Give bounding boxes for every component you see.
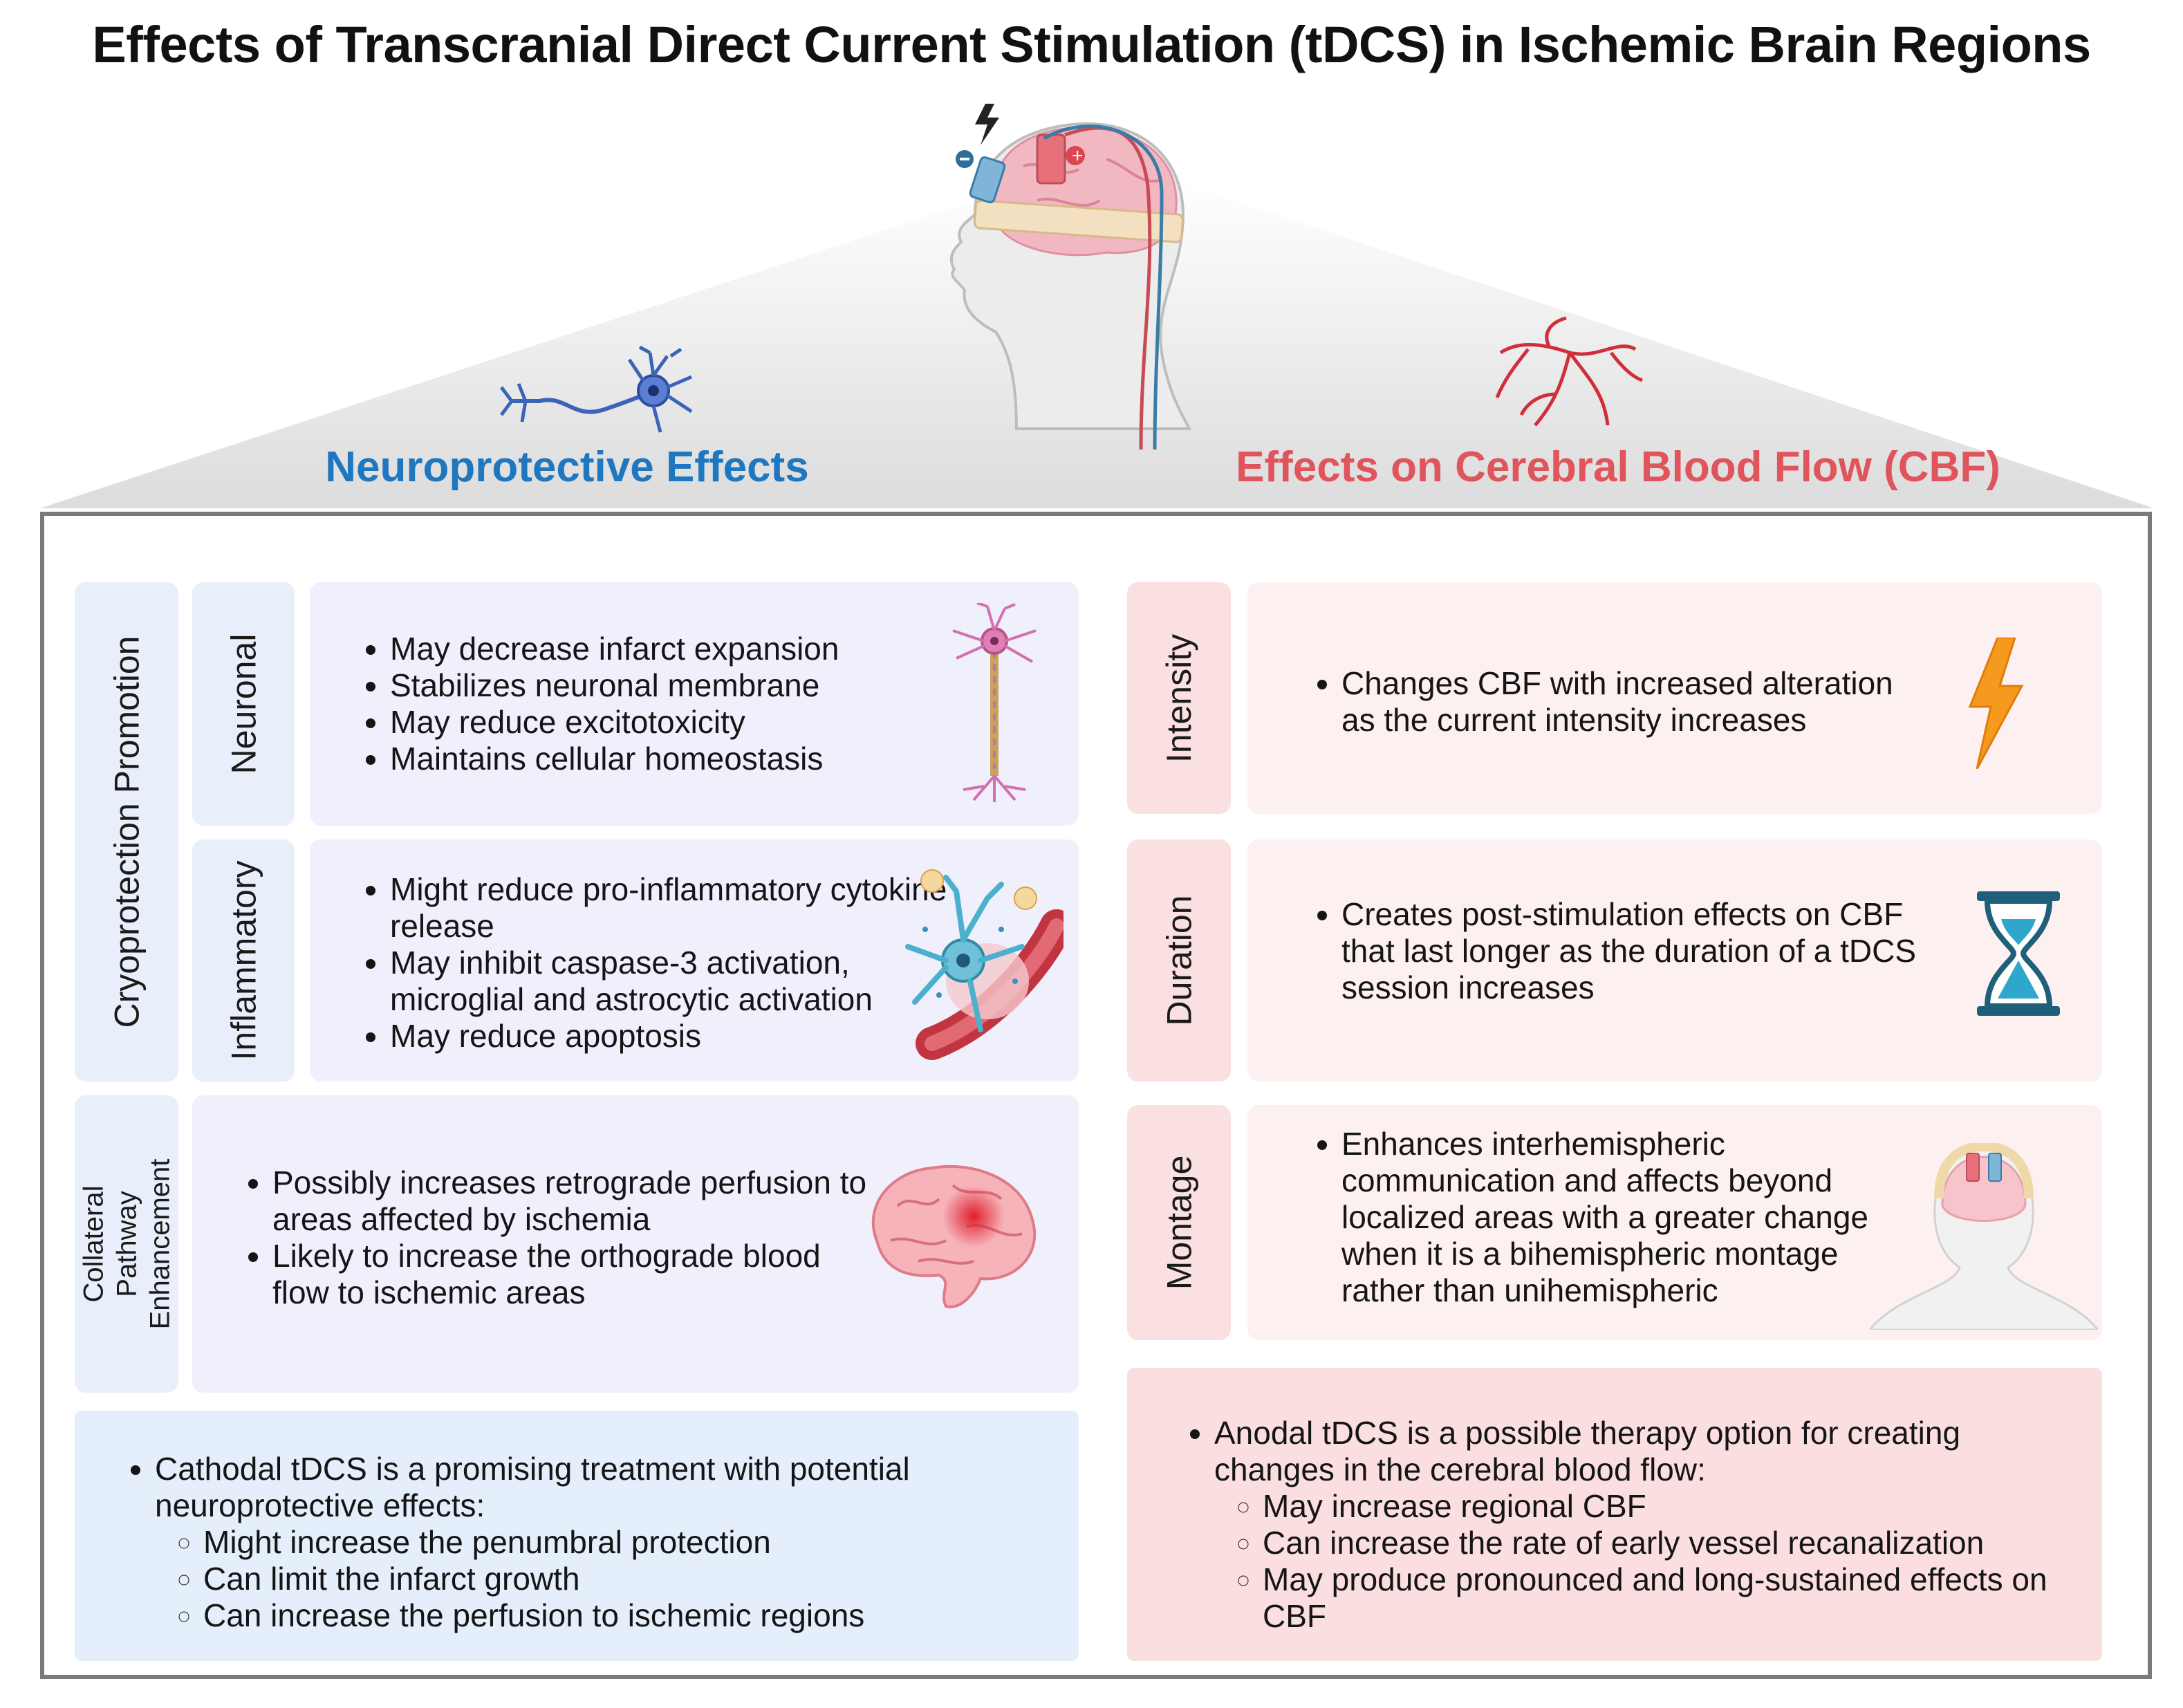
list-item: Might reduce pro-inflammatory cytokine r…	[390, 871, 981, 945]
montage-list: Enhances interhemispheric communication …	[1310, 1126, 1918, 1309]
lightning-icon	[1968, 638, 2024, 769]
neuron-icon	[500, 346, 693, 433]
intensity-list: Changes CBF with increased alteration as…	[1310, 665, 1932, 739]
list-item: Possibly increases retrograde perfusion …	[272, 1164, 877, 1238]
neuronal-panel: May decrease infarct expansion Stabilize…	[310, 582, 1079, 826]
list-item: Can limit the infarct growth	[203, 1561, 1036, 1597]
cathodal-list: Cathodal tDCS is a promising treatment w…	[123, 1451, 1036, 1634]
duration-panel: Creates post-stimulation effects on CBF …	[1247, 839, 2102, 1082]
svg-text:+: +	[1071, 147, 1084, 165]
intensity-panel: Changes CBF with increased alteration as…	[1247, 582, 2102, 814]
collateral-list: Possibly increases retrograde perfusion …	[241, 1164, 877, 1311]
list-item: May reduce apoptosis	[390, 1018, 981, 1055]
list-item: Can increase the rate of early vessel re…	[1263, 1525, 2074, 1561]
collateral-panel: Possibly increases retrograde perfusion …	[192, 1095, 1079, 1393]
anodal-summary: Anodal tDCS is a possible therapy option…	[1127, 1368, 2102, 1661]
list-item: May reduce excitotoxicity	[390, 704, 953, 741]
collateral-label-text: Collateral Pathway Enhancement	[78, 1158, 175, 1330]
neuronal-label-text: Neuronal	[224, 633, 263, 774]
anodal-intro-text: Anodal tDCS is a possible therapy option…	[1214, 1415, 1961, 1487]
list-item: Changes CBF with increased alteration as…	[1341, 665, 1932, 739]
inflammatory-label-text: Inflammatory	[224, 860, 263, 1061]
montage-label-text: Montage	[1160, 1155, 1198, 1290]
page-title: Effects of Transcranial Direct Current S…	[92, 16, 2091, 73]
cathodal-sublist: Might increase the penumbral protection …	[155, 1524, 1036, 1634]
cryoprotection-label: Cryoprotection Promotion	[75, 582, 178, 1082]
montage-label: Montage	[1127, 1105, 1231, 1340]
glia-vessel-icon	[905, 869, 1063, 1060]
list-item: Maintains cellular homeostasis	[390, 741, 953, 777]
inflammatory-list: Might reduce pro-inflammatory cytokine r…	[358, 871, 981, 1055]
list-item: May increase regional CBF	[1263, 1488, 2074, 1525]
brain-lesion-icon	[871, 1164, 1037, 1308]
cathodal-intro: Cathodal tDCS is a promising treatment w…	[155, 1451, 1036, 1634]
anodal-list: Anodal tDCS is a possible therapy option…	[1182, 1415, 2074, 1635]
list-item: Might increase the penumbral protection	[203, 1524, 1036, 1561]
list-item: May inhibit caspase-3 activation, microg…	[390, 945, 981, 1018]
collateral-label: Collateral Pathway Enhancement	[75, 1095, 178, 1393]
intensity-label: Intensity	[1127, 582, 1231, 814]
vessel-icon	[1495, 316, 1643, 427]
list-item: Can increase the perfusion to ischemic r…	[203, 1597, 1036, 1634]
cbf-title: Effects on Cerebral Blood Flow (CBF)	[1236, 443, 2000, 491]
head-montage-icon	[1870, 1143, 2098, 1330]
cathodal-summary: Cathodal tDCS is a promising treatment w…	[75, 1411, 1079, 1661]
list-item: May produce pronounced and long-sustaine…	[1263, 1561, 2074, 1635]
list-item: Enhances interhemispheric communication …	[1341, 1126, 1918, 1309]
duration-list: Creates post-stimulation effects on CBF …	[1310, 896, 1946, 1006]
intensity-label-text: Intensity	[1160, 633, 1198, 763]
list-item: Stabilizes neuronal membrane	[390, 667, 953, 704]
anodal-intro: Anodal tDCS is a possible therapy option…	[1214, 1415, 2074, 1635]
list-item: May decrease infarct expansion	[390, 631, 953, 667]
hourglass-icon	[1977, 891, 2060, 1016]
cryoprotection-label-text: Cryoprotection Promotion	[107, 635, 147, 1028]
list-item: Creates post-stimulation effects on CBF …	[1341, 896, 1946, 1006]
head-tdcs-icon: +	[949, 104, 1192, 449]
cathodal-intro-text: Cathodal tDCS is a promising treatment w…	[155, 1451, 910, 1523]
duration-label-text: Duration	[1160, 895, 1198, 1026]
inflammatory-panel: Might reduce pro-inflammatory cytokine r…	[310, 839, 1079, 1082]
inflammatory-label: Inflammatory	[192, 839, 295, 1082]
duration-label: Duration	[1127, 839, 1231, 1082]
neuron-icon	[952, 603, 1037, 802]
neuronal-list: May decrease infarct expansion Stabilize…	[358, 631, 953, 777]
neuroprotective-title: Neuroprotective Effects	[325, 443, 809, 491]
neuronal-label: Neuronal	[192, 582, 295, 826]
anodal-sublist: May increase regional CBF Can increase t…	[1214, 1488, 2074, 1635]
montage-panel: Enhances interhemispheric communication …	[1247, 1105, 2102, 1340]
list-item: Likely to increase the orthograde blood …	[272, 1238, 877, 1311]
